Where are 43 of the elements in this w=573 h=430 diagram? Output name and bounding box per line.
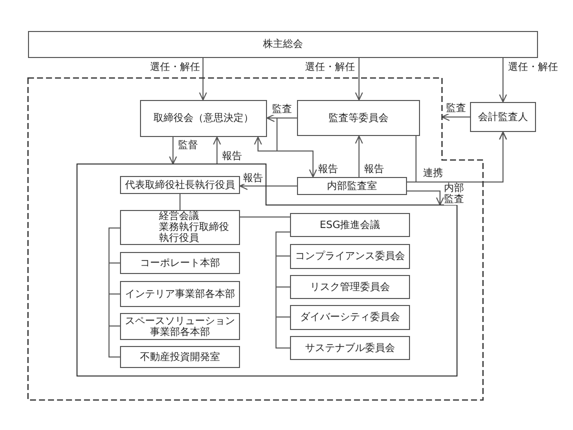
org-box: スペースソリューション事業部各本部 <box>120 313 240 340</box>
org-box: ESG推進会議 <box>290 213 410 237</box>
box-title: 経営会議 <box>159 211 199 222</box>
edge-label: 報告 <box>222 151 242 162</box>
org-box: 内部監査室 <box>297 177 407 195</box>
arrow <box>169 136 177 164</box>
org-box: 不動産投資開発室 <box>120 346 240 368</box>
org-box: 会計監査人 <box>470 102 536 132</box>
arrow <box>199 58 207 100</box>
arrow <box>499 58 507 102</box>
edge-label: 監督 <box>178 140 198 151</box>
org-box: 監査等委員会 <box>297 100 420 136</box>
edge-label: 選任・解任 <box>305 62 355 73</box>
edge-label: 報告 <box>318 164 338 175</box>
arrow <box>276 118 317 178</box>
org-box: コンプライアンス委員会 <box>290 244 410 269</box>
org-box: 株主総会 <box>28 31 538 58</box>
meeting-box <box>120 210 240 245</box>
org-box: リスク管理委員会 <box>290 275 410 299</box>
edge-label: 監査 <box>446 103 466 114</box>
edge-label: 報告 <box>364 164 384 175</box>
arrow <box>355 136 363 178</box>
connector-line <box>240 216 290 218</box>
edge-label: 連携 <box>423 168 443 179</box>
arrow <box>240 182 298 190</box>
connector-line <box>276 232 290 348</box>
org-box: サステナブル委員会 <box>290 336 410 360</box>
edge-label: 選任・解任 <box>150 62 200 73</box>
org-box: 代表取締役社長執行役員 <box>120 176 240 194</box>
edge-label: 選任・解任 <box>508 62 558 73</box>
org-box: インテリア事業部各本部 <box>120 281 240 307</box>
org-box: 取締役会（意思決定） <box>140 100 267 137</box>
connector-line <box>108 228 120 358</box>
edge-label: 報告 <box>243 173 263 184</box>
arrow <box>442 113 470 121</box>
arrow <box>213 136 221 164</box>
edge-label: 監査 <box>272 104 292 115</box>
arrow <box>355 58 363 100</box>
org-box: ダイバーシティ委員会 <box>290 305 410 330</box>
org-box: コーポレート本部 <box>120 252 240 274</box>
edge-label: 内部監査 <box>444 183 466 205</box>
box-note: 業務執行取締役執行役員 <box>159 222 230 244</box>
arrow <box>406 190 444 206</box>
